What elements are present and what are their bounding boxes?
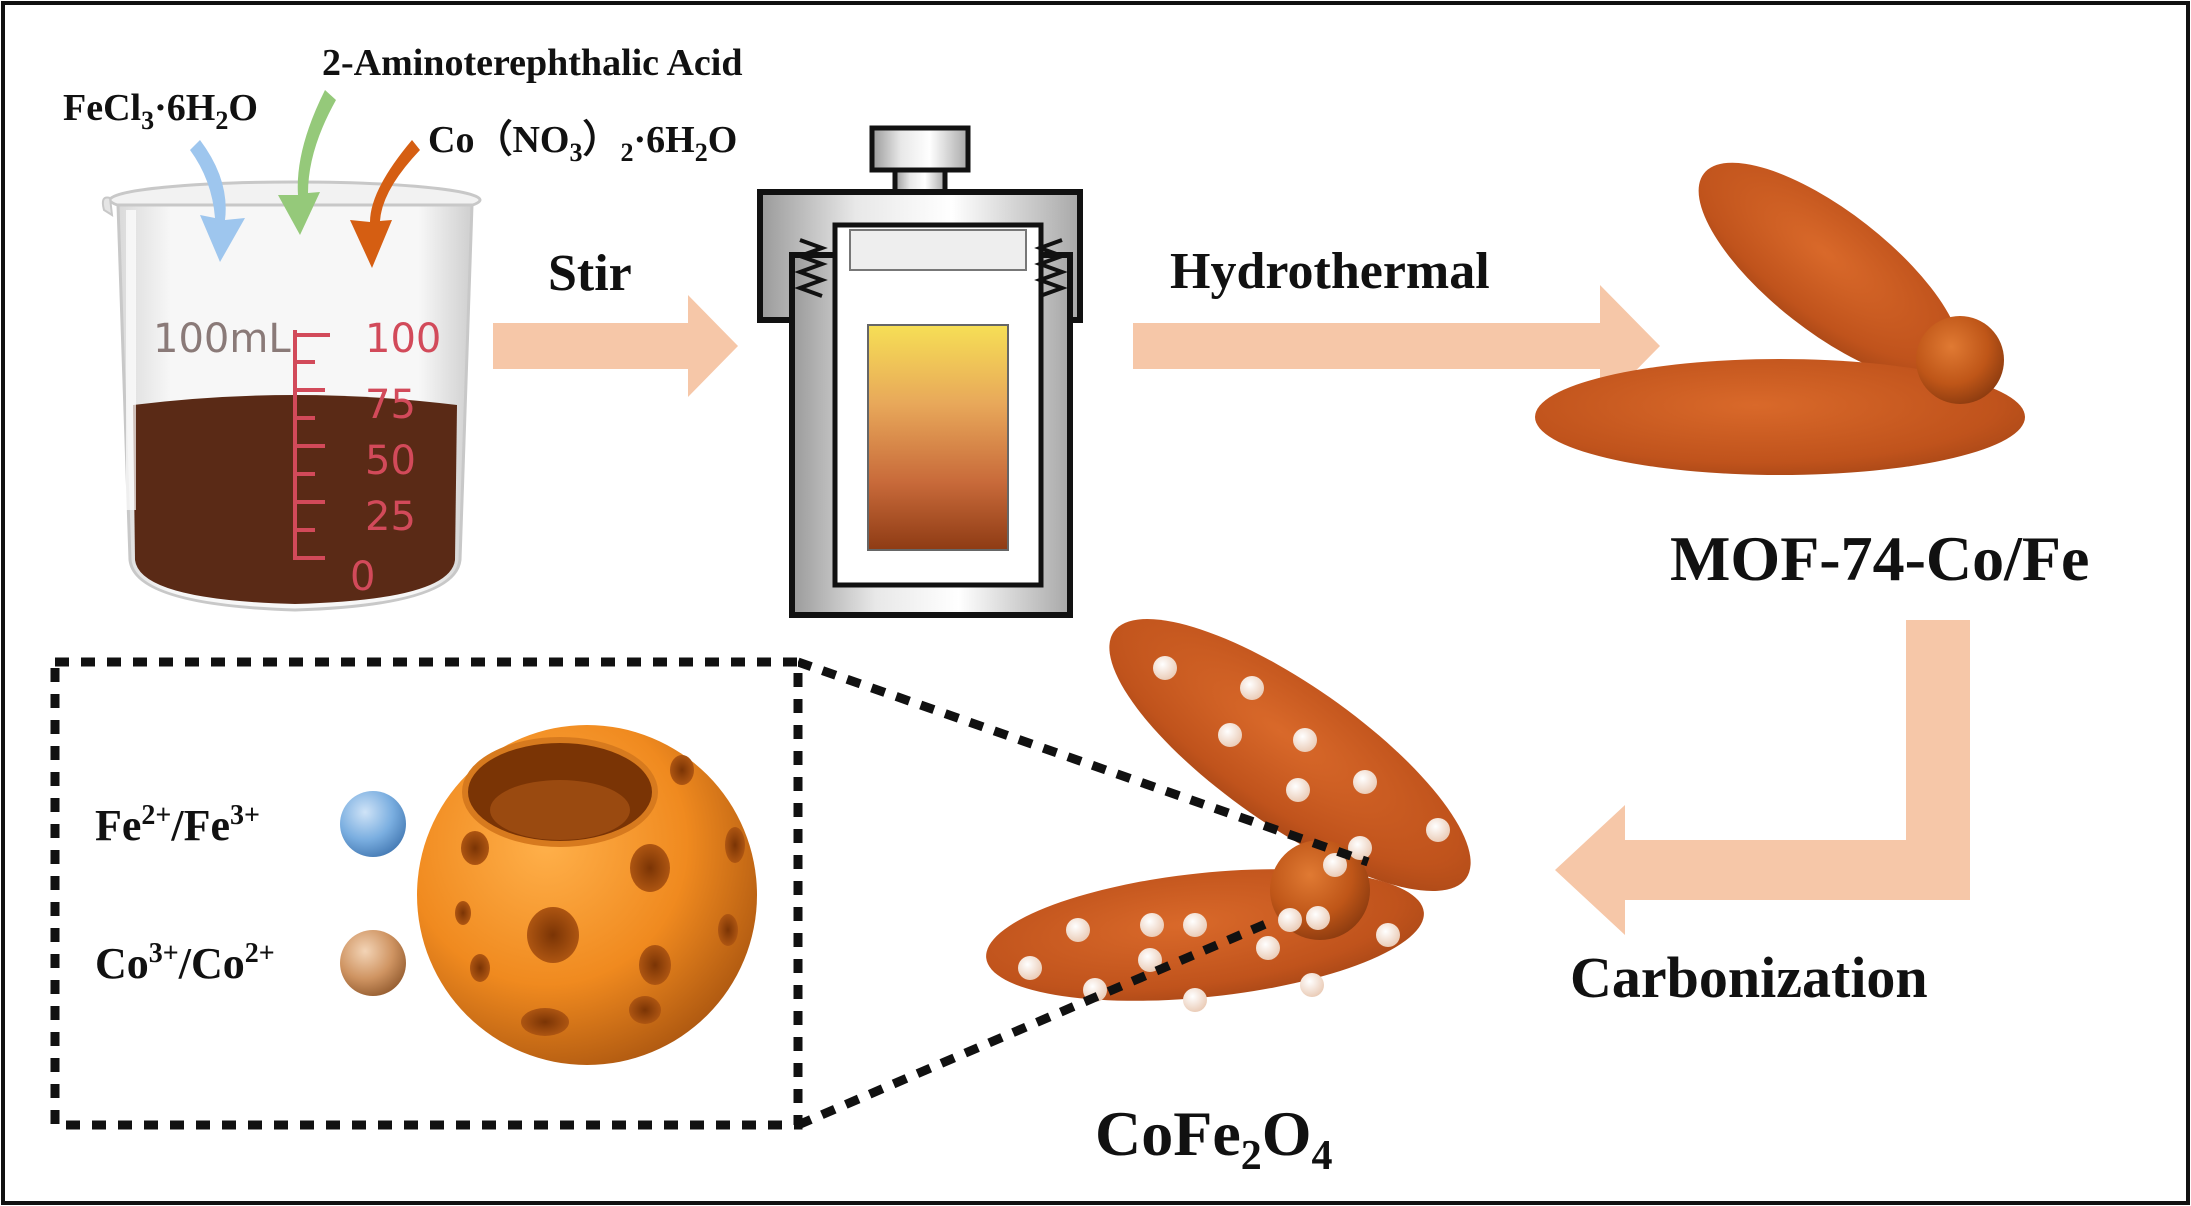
beaker-volume-label: 100mL	[153, 316, 291, 362]
mof-label: MOF-74-Co/Fe	[1670, 523, 2089, 594]
autoclave	[757, 125, 1083, 618]
acid-arrow-icon	[278, 90, 336, 235]
scale-tick-100: 100	[365, 316, 441, 362]
hydrothermal-arrow-icon	[1133, 285, 1660, 407]
fe-ion-icon	[340, 791, 406, 857]
stir-arrow-icon	[493, 295, 738, 397]
beaker-scale	[293, 330, 330, 560]
fe-ion-label: Fe2+/Fe3+	[95, 800, 260, 850]
cofe2o4-particle	[986, 619, 1471, 1012]
hydrothermal-label: Hydrothermal	[1170, 243, 1490, 300]
porous-sphere	[417, 725, 757, 1065]
stir-label: Stir	[548, 245, 632, 302]
co-ion-label: Co3+/Co2+	[95, 938, 275, 988]
zoom-connectors	[796, 657, 1370, 1130]
nanoparticle-dots	[1018, 656, 1450, 1012]
acid-label: 2-Aminoterephthalic Acid	[322, 42, 742, 84]
carbonization-label: Carbonization	[1570, 945, 1928, 1010]
cobalt-label: Co（NO3）2·6H2O	[428, 119, 737, 167]
fecl3-label: FeCl3·6H2O	[63, 87, 258, 135]
carbonization-arrow-icon	[1555, 620, 1970, 935]
fecl3-arrow-icon	[190, 140, 245, 262]
scale-tick-75: 75	[365, 382, 416, 428]
cobalt-arrow-icon	[350, 140, 420, 268]
mof-particle	[1535, 162, 2025, 475]
scale-tick-50: 50	[365, 438, 416, 484]
co-ion-icon	[340, 930, 406, 996]
ion-legend: Fe2+/Fe3+ Co3+/Co2+	[95, 791, 406, 996]
autoclave-liquid	[867, 324, 1009, 551]
beaker: 100mL 100 75 50 25 0	[101, 180, 482, 612]
scale-tick-25: 25	[365, 494, 416, 540]
scale-tick-0: 0	[350, 554, 375, 600]
reagent-arrows	[190, 90, 420, 268]
cofe2o4-label: CoFe2O4	[1095, 1098, 1333, 1179]
